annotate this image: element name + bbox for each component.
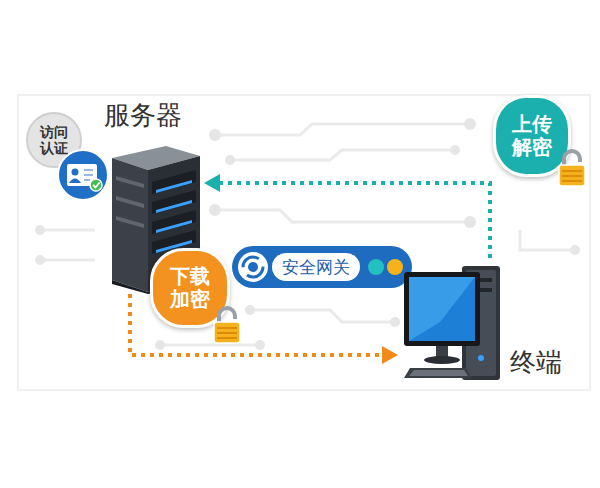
arrow-head: [382, 346, 398, 364]
node-label: 上传 解密: [507, 113, 557, 159]
node-label: 终端: [510, 347, 562, 378]
lock-icon: [556, 148, 588, 188]
node-label: 安全网关: [272, 253, 360, 281]
computer-illustration: [400, 262, 510, 386]
lock-icon: [211, 305, 243, 345]
node-label: 服务器: [104, 100, 182, 131]
speech-bubble: 上传 解密: [493, 95, 571, 177]
id-card-badge: [56, 148, 110, 202]
auth-circle: 访问 认证: [26, 112, 82, 168]
gateway-bar: 安全网关: [232, 246, 412, 288]
speech-bubble: 下载 加密: [150, 248, 230, 328]
node-label: 下载 加密: [165, 265, 215, 311]
gateway-logo: [237, 251, 269, 283]
node-label: 访问 认证: [38, 124, 70, 156]
terminal-node: 终端: [398, 258, 566, 388]
frame: [18, 95, 590, 390]
arrow-head: [204, 174, 220, 192]
gateway-dots: [366, 257, 406, 277]
